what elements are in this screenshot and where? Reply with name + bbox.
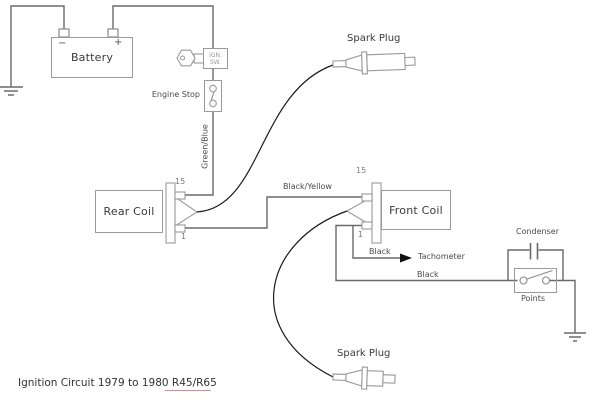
engine-stop-contacts [209,84,217,108]
ground-symbol-points [564,332,586,342]
green-blue-wire [185,112,214,196]
black-tach-wire-label: Black [369,247,391,256]
low-tension-wires [10,5,576,333]
black-wire-to-points [335,224,518,282]
front-coil-label: Front Coil [389,203,443,217]
rear-coil-label: Rear Coil [103,205,155,218]
spark-plug-top-icon [332,51,416,75]
rear-coil-hardware [165,182,198,244]
points-to-ground-wire [549,279,576,333]
battery-plus-sign: + [114,37,123,48]
rear-coil-terminal-15 [174,191,186,200]
condenser-label: Condenser [516,227,559,236]
engine-stop-label: Engine Stop [151,90,200,99]
black-yellow-wire-label: Black/Yellow [283,182,332,191]
points-contacts [519,269,553,285]
spellcheck-underline [165,379,211,391]
battery-minus-wire [10,5,65,87]
ht-lead-rear [196,64,334,213]
tachometer-arrow-icon [400,253,412,263]
battery-minus-post [58,28,70,38]
battery-terminals [58,28,119,38]
front-coil-terminal-15 [361,193,373,202]
front-coil-terminal-1 [361,221,373,230]
rear-coil-terminal-15-label: 15 [175,177,186,186]
points-label: Points [521,294,546,303]
black-yellow-wire [185,196,362,229]
front-coil-hardware [345,182,382,244]
front-coil-box: Front Coil [381,190,451,230]
spark-plug-bottom-label: Spark Plug [337,348,391,359]
tachometer-label: Tachometer [418,252,465,261]
rear-coil-terminal-1-label: 1 [181,232,187,241]
spark-plug-top-label: Spark Plug [347,33,401,44]
diagram-caption: Ignition Circuit 1979 to 1980 R45/R65 [18,377,217,389]
rear-coil-tower [174,195,198,228]
ign-label-line1: IGN. [209,51,222,59]
rear-coil-terminal-1 [174,224,186,233]
ignition-switch-label: IGN. SW. [209,52,222,66]
rear-coil-box: Rear Coil [95,190,163,233]
ignition-switch-box: IGN. SW. [203,48,228,69]
front-coil-terminal-1-label: 1 [358,230,364,239]
battery-minus-sign: − [58,38,67,49]
battery-plus-post [107,28,119,38]
ht-lead-front [273,210,348,378]
engine-stop-box [204,80,222,112]
green-blue-wire-label: Green/Blue [200,124,210,169]
condenser-left-lead [507,249,530,281]
battery-label: Battery [70,51,114,64]
ignition-key-icon [176,49,205,67]
front-coil-tower [345,196,373,227]
black-wire-to-tachometer [352,225,400,259]
front-coil-terminal-15-label: 15 [356,166,367,175]
rear-coil-bar [165,182,176,244]
ign-label-line2: SW. [210,58,221,66]
front-coil-bar [371,182,382,244]
condenser-right-lead [538,249,564,281]
battery-box: Battery [51,37,133,78]
battery-plus-wire [112,5,214,48]
condenser-capacitor-icon [529,243,539,260]
spark-plug-bottom-icon [332,366,396,390]
points-box [514,268,557,293]
black-points-wire-label: Black [417,270,439,279]
ground-symbol-battery [0,86,23,96]
